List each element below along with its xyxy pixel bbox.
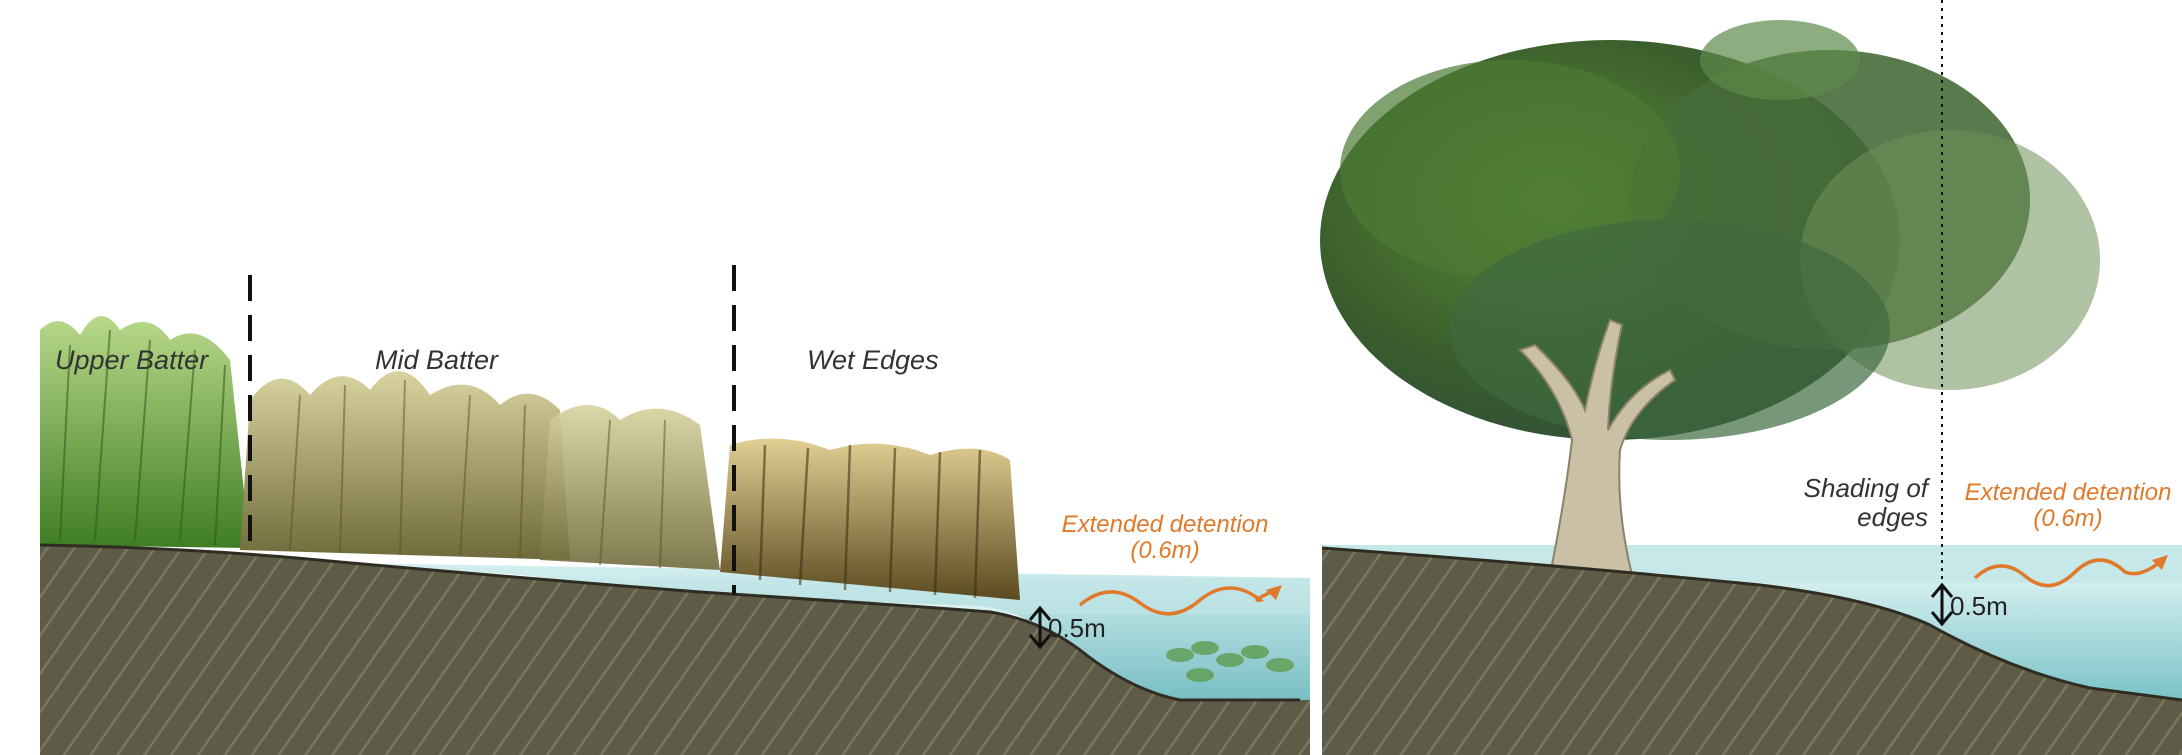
tree-trunk xyxy=(1518,318,1677,576)
zone-label-mid-batter: Mid Batter xyxy=(375,345,499,375)
extended-detention-line2: (0.6m) xyxy=(2033,505,2103,533)
extended-detention-label: Extended detention (0.6m) xyxy=(1954,479,2182,533)
depth-label: 0.5m xyxy=(1950,591,2008,621)
pond-water xyxy=(1322,575,2182,700)
depth-arrow xyxy=(1028,605,1052,650)
batter-section-drawing xyxy=(39,265,1310,755)
extended-detention-line1: Extended detention xyxy=(1964,479,2172,506)
detention-wave-arrow xyxy=(1078,585,1282,616)
submerged-plants xyxy=(1166,641,1294,682)
zone-label-wet-edges: Wet Edges xyxy=(807,345,939,375)
depth-label: 0.5m xyxy=(1048,613,1106,643)
depth-arrow xyxy=(1930,582,1954,627)
soil-profile xyxy=(1322,548,2182,755)
tree-shading-cross-section: Shading of edges Extended detention (0.6… xyxy=(1310,0,2182,755)
shading-of-edges-label: Shading of edges xyxy=(1788,474,1928,531)
extended-detention-line2: (0.6m) xyxy=(1130,537,1200,565)
shading-label-line2: edges xyxy=(1857,501,1928,532)
soil-profile xyxy=(40,545,1310,755)
batter-cross-section: Upper Batter Mid Batter Wet Edges Extend… xyxy=(39,265,1310,755)
extended-detention-line1: Extended detention xyxy=(1061,511,1269,538)
detention-wave-arrow xyxy=(1973,555,2168,588)
extended-detention-label: Extended detention (0.6m) xyxy=(1050,511,1280,565)
planting-mass xyxy=(40,316,1020,600)
zone-label-upper-batter: Upper Batter xyxy=(55,345,209,375)
tree-canopy xyxy=(1320,20,2100,440)
tree-section-drawing xyxy=(1320,0,2182,755)
shading-label-line1: Shading of xyxy=(1803,473,1928,503)
